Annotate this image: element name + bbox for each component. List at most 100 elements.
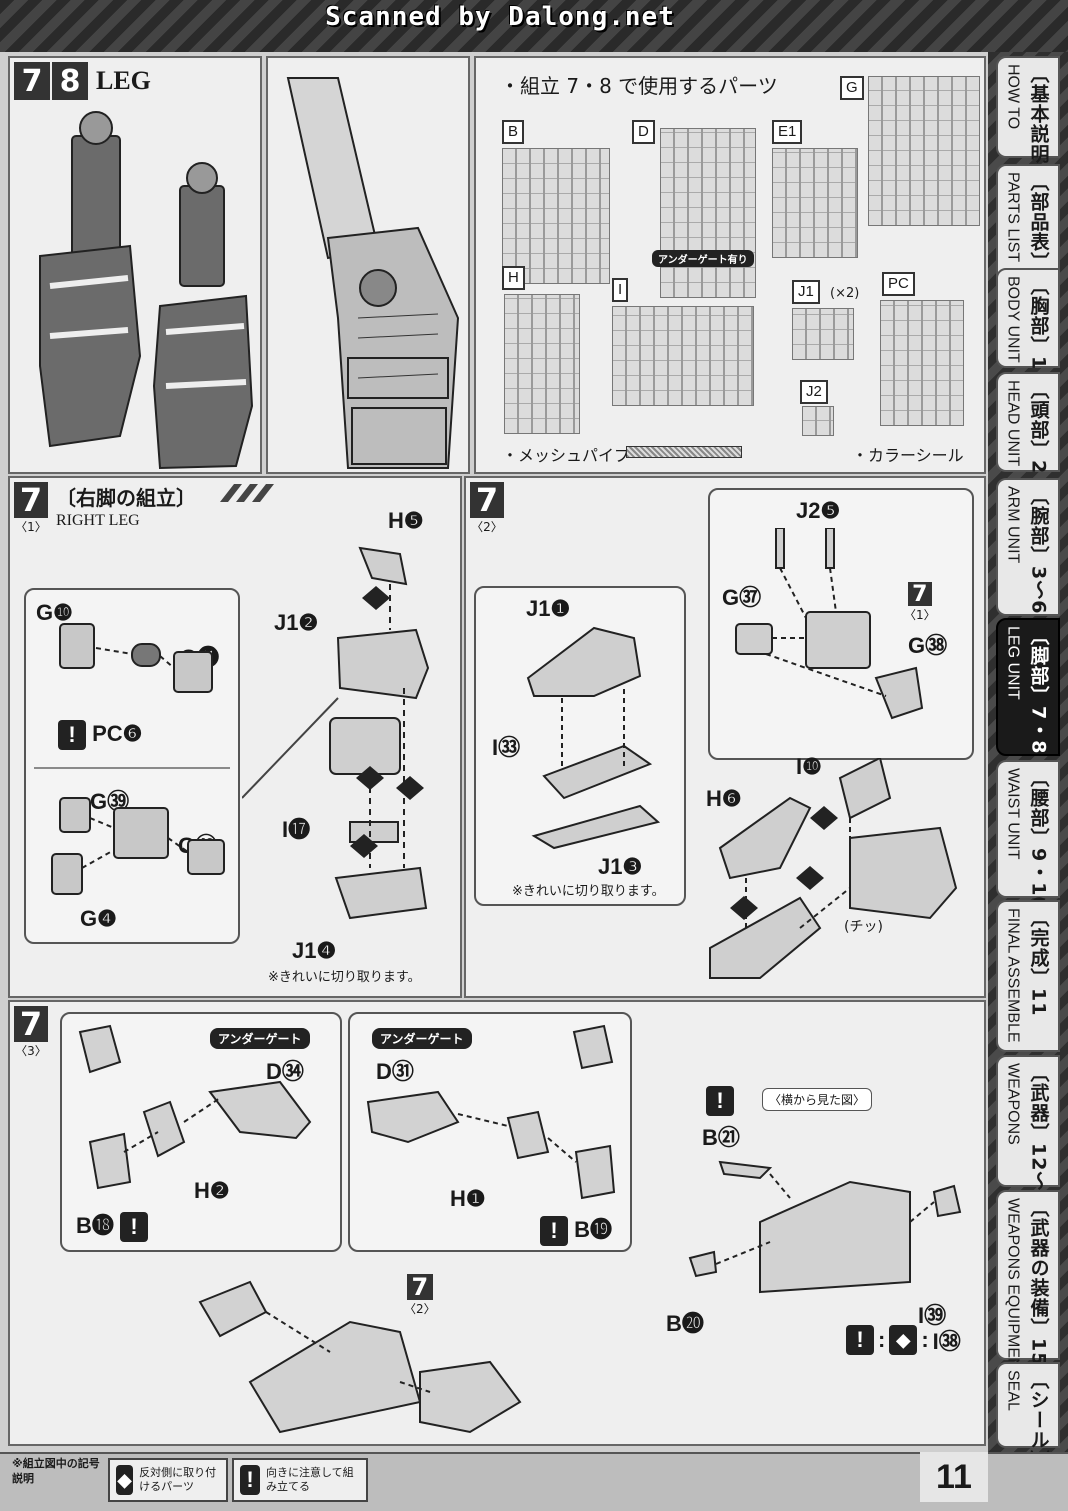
label-i33: I㉝: [492, 735, 521, 760]
ref-step-7-1: 7〈1〉: [904, 581, 936, 623]
sprue-h: [504, 294, 580, 434]
caution-icon: !: [706, 1086, 734, 1116]
sprue-j2: [802, 406, 834, 436]
label-g10: G❿: [36, 600, 73, 625]
step-7-1-tag: 7〈1〉: [14, 481, 48, 534]
label-j1-3: J1❸: [598, 854, 643, 879]
detail-parts-drawing: [34, 623, 230, 895]
caution-icon: !: [540, 1216, 568, 1247]
step-7-1-panel: 7〈1〉 〔右脚の組立〕 RIGHT LEG G❿ G⓫ ! PC❻ G㊴ G㊵…: [8, 476, 462, 998]
parts-used-title: ・組立 7・8 で使用するパーツ: [500, 74, 778, 98]
leg-overview-panel: 7 8 LEG: [8, 56, 262, 474]
parts-used-panel: ・組立 7・8 で使用するパーツ B D アンダーゲート有り E1 G H I …: [474, 56, 986, 474]
caution-b21: !: [706, 1086, 734, 1116]
step-7-1-title-jp: 〔右脚の組立〕: [56, 486, 196, 510]
label-g38: G㊳: [908, 633, 948, 658]
mirror-note-i38: !: ◆: I㊳: [846, 1324, 961, 1356]
sprue-i: [612, 306, 754, 406]
hip-joint-drawing: [735, 528, 924, 720]
sprue-b: [502, 148, 610, 284]
step-7-1-title-en: RIGHT LEG: [56, 512, 140, 529]
under-gate-tag-mid: アンダーゲート: [372, 1028, 472, 1049]
hip-armor-left-drawing: [78, 1024, 312, 1190]
caution-icon: !: [846, 1325, 874, 1355]
j1-assembly-drawing: [526, 626, 661, 850]
sprue-label-d: D: [632, 120, 655, 144]
under-gate-tag-left: アンダーゲート: [210, 1028, 310, 1049]
label-j1-1: J1❶: [526, 596, 571, 621]
leg-armor-assembly-drawing: [198, 1280, 522, 1434]
step-7-3-panel: 7〈3〉 アンダーゲート D㉞ H❷ B⓲ ! アンダーゲート D㉛ H❶ ! …: [8, 1000, 986, 1446]
sprue-label-j2: J2: [800, 380, 828, 404]
cut-note-7-1: ※きれいに切り取ります。: [268, 970, 421, 985]
sprue-d: [660, 128, 756, 298]
label-i17: I⓱: [282, 817, 311, 842]
lower-leg-assembly-drawing: [709, 758, 958, 979]
section-number-b: 8: [52, 62, 88, 100]
sprue-label-i: I: [612, 278, 629, 302]
top-banner: [0, 0, 1068, 52]
caution-icon: !: [240, 1465, 260, 1495]
color-seal-label: ・カラーシール: [852, 446, 964, 465]
sprue-label-j1: J1: [792, 280, 820, 304]
opposite-side-icon: ◆: [889, 1325, 918, 1355]
opposite-side-icon: ◆: [116, 1465, 134, 1495]
leg-lineart-panel: [266, 56, 470, 474]
label-b19: ! B⓳: [540, 1212, 612, 1247]
label-h6: H❻: [706, 786, 742, 811]
scan-credit: Scanned by Dalong.net: [325, 2, 675, 32]
leg-render-illustration: [39, 111, 254, 470]
label-h2: H❷: [194, 1178, 230, 1203]
ref-step-7-2: 7〈2〉: [404, 1273, 436, 1316]
legend-orientation-caution: ! 向きに注意して組み立てる: [232, 1458, 368, 1502]
sprue-e1: [772, 148, 858, 258]
sprue-pc: [880, 300, 964, 426]
step-7-2-tag: 7〈2〉: [470, 481, 504, 534]
sprue-label-h: H: [502, 266, 525, 290]
j1-quantity: (×2): [830, 286, 860, 301]
tab-how-to[interactable]: 〔基本説明〕HOW TO: [996, 56, 1060, 184]
caution-icon: !: [58, 720, 86, 750]
mesh-pipe-label: ・メッシュパイプ: [502, 446, 631, 465]
leg-lineart-illustration: [286, 77, 460, 469]
label-i39: I㊴: [918, 1303, 947, 1328]
label-pc6: ! PC❻: [58, 720, 142, 750]
label-g4: G❹: [80, 906, 117, 931]
legend-title: ※組立図中の記号説明: [12, 1457, 100, 1485]
section-number-a: 7: [14, 62, 50, 100]
label-h5: H❺: [388, 508, 424, 533]
sprue-g: [868, 76, 980, 226]
label-j1-2: J1❷: [274, 610, 319, 635]
label-b21: B㉑: [702, 1125, 740, 1150]
label-h1: H❶: [450, 1186, 486, 1211]
label-i10: I❿: [796, 754, 822, 779]
sprue-label-b: B: [502, 120, 525, 144]
label-g37: G㊲: [722, 585, 762, 610]
page-number: 11: [920, 1452, 988, 1502]
legend-opposite-side: ◆ 反対側に取り付けるパーツ: [108, 1458, 228, 1502]
sprue-j1: [792, 308, 854, 360]
sprue-label-g: G: [840, 76, 864, 100]
label-j1-4: J1❹: [292, 938, 337, 963]
caution-icon: !: [120, 1212, 149, 1243]
side-view-callout: 〈横から見た図〉: [762, 1088, 873, 1111]
mesh-pipe-icon: [626, 446, 742, 458]
cut-note-7-2: ※きれいに切り取ります。: [512, 884, 665, 899]
label-j2-5: J2❺: [796, 498, 841, 523]
label-d34: D㉞: [266, 1059, 304, 1084]
right-leg-assembly-drawing: [329, 546, 430, 920]
tab-seal[interactable]: 〔シール〕SEAL: [996, 1362, 1060, 1470]
click-sound-label: (チッ): [844, 919, 883, 935]
label-d31: D㉛: [376, 1059, 414, 1084]
title-accent-stripes: [220, 484, 274, 502]
under-gate-note: アンダーゲート有り: [652, 250, 754, 267]
label-b18: B⓲ !: [76, 1208, 149, 1243]
